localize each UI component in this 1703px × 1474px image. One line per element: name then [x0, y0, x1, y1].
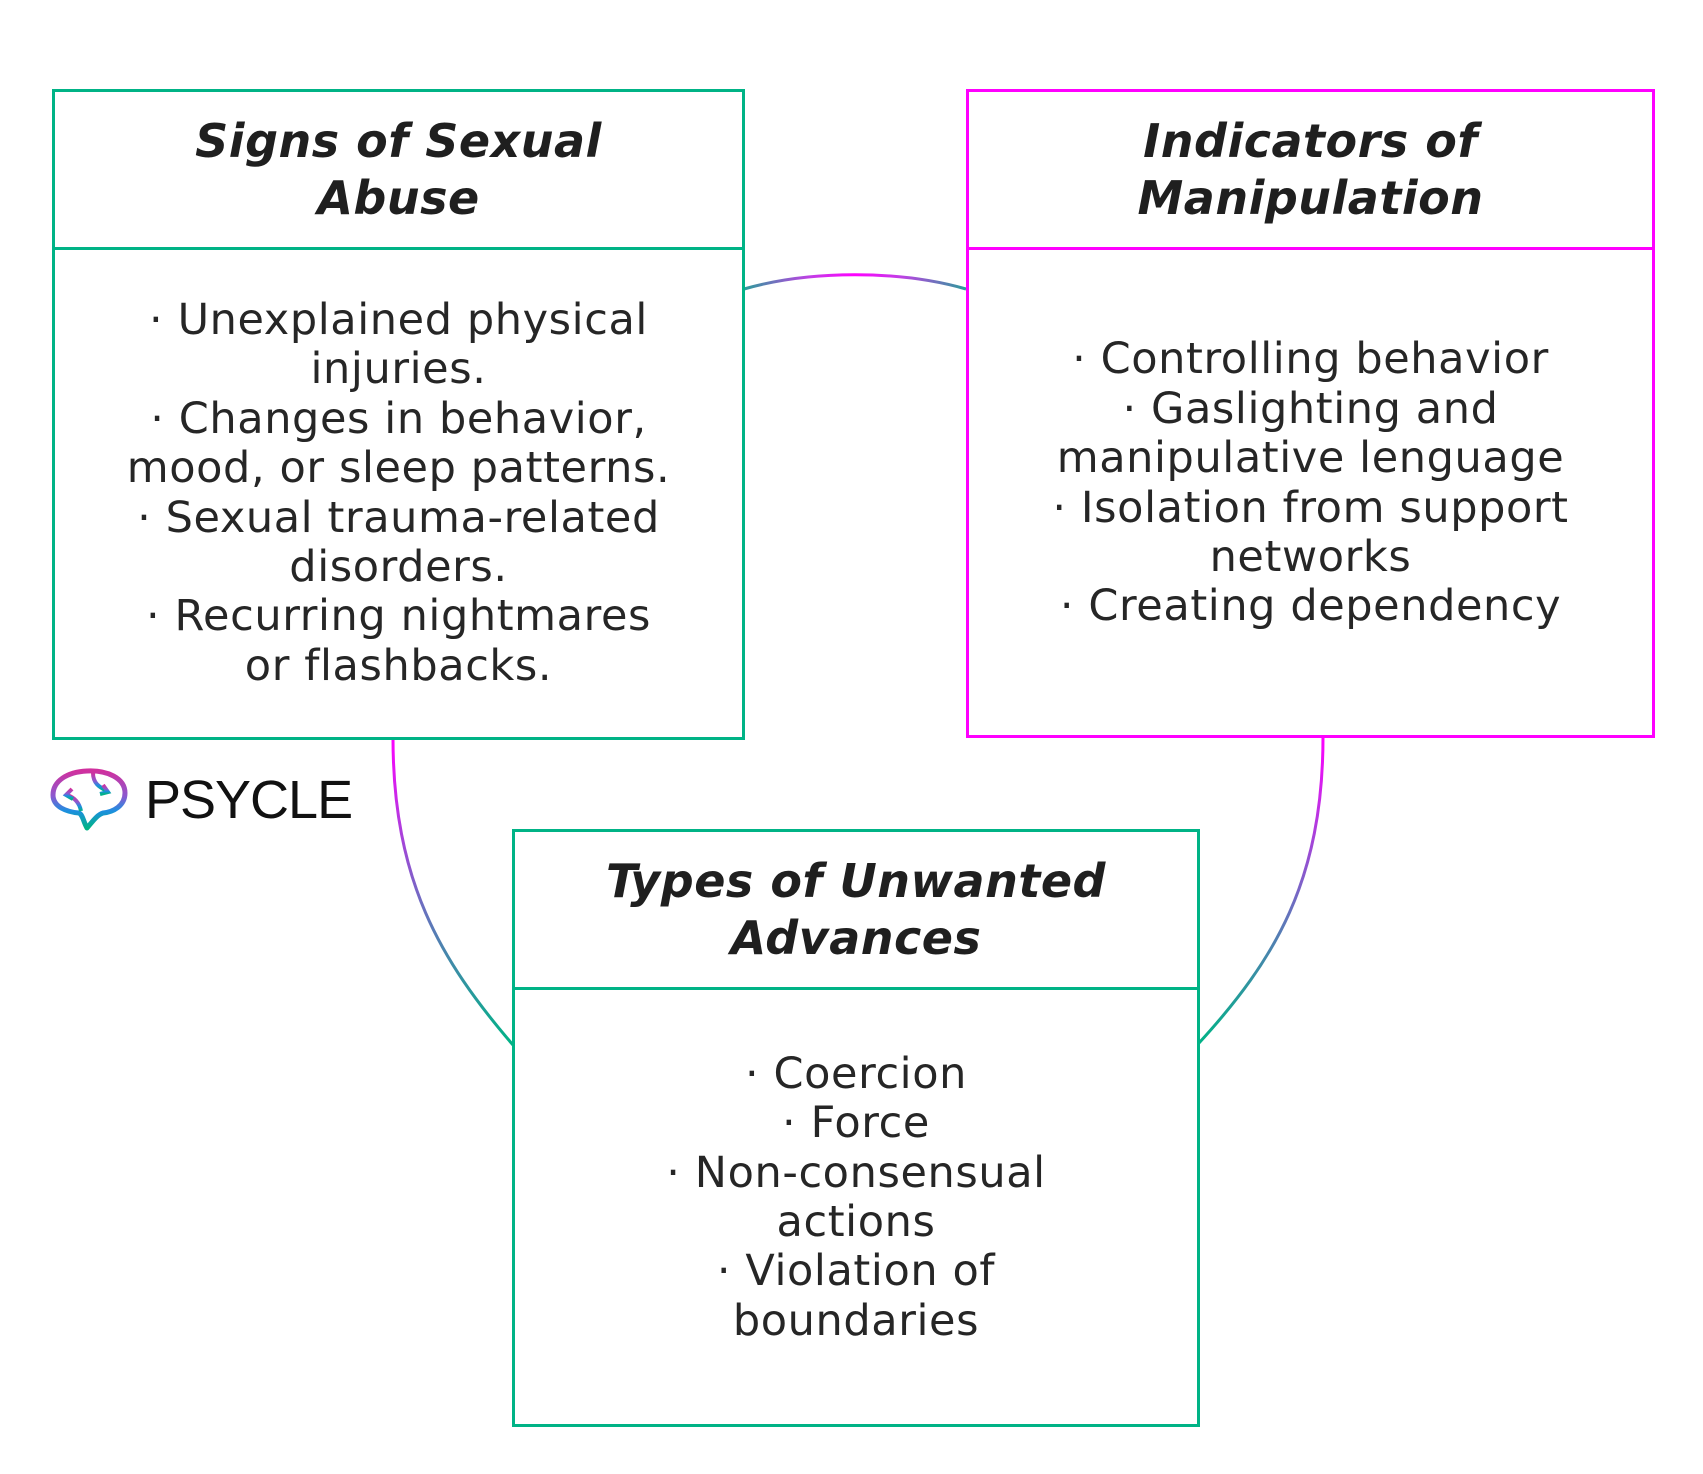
connector-manipulation-to-advances [1197, 736, 1325, 1045]
list-item: or flashbacks. [244, 640, 553, 691]
logo-text: PSYCLE [145, 770, 353, 830]
list-item: · Non-consensual [666, 1147, 1046, 1198]
box-body: · Unexplained physical injuries. · Chang… [55, 250, 742, 737]
box-signs-of-sexual-abuse: Signs of Sexual Abuse · Unexplained phys… [52, 89, 745, 740]
list-item: boundaries [732, 1295, 980, 1346]
box-title-line: Abuse [317, 170, 480, 225]
list-item: mood, or sleep patterns. [126, 443, 671, 494]
box-body: · Controlling behavior · Gaslighting and… [969, 250, 1652, 735]
list-item: networks [1209, 531, 1412, 582]
list-item: actions [776, 1197, 936, 1247]
list-item: · Sexual trauma-related [137, 492, 660, 543]
box-header: Signs of Sexual Abuse [55, 92, 742, 250]
box-title-line: Signs of Sexual [195, 113, 602, 168]
list-item: disorders. [289, 541, 508, 592]
box-types-of-unwanted-advances: Types of Unwanted Advances · Coercion · … [512, 829, 1200, 1427]
list-item: · Creating dependency [1059, 581, 1562, 632]
box-indicators-of-manipulation: Indicators of Manipulation · Controlling… [966, 89, 1655, 738]
connector-signs-to-advances [391, 737, 515, 1046]
list-item: · Changes in behavior, [150, 393, 647, 444]
connector-signs-to-manipulation [743, 273, 967, 291]
box-title-line: Advances [730, 910, 982, 965]
list-item: manipulative lenguage [1056, 433, 1565, 484]
box-header: Indicators of Manipulation [969, 92, 1652, 250]
box-title-line: Manipulation [1137, 170, 1484, 225]
box-body: · Coercion · Force · Non-consensual acti… [515, 990, 1197, 1424]
list-item: · Force [782, 1098, 930, 1149]
list-item: · Violation of [716, 1246, 996, 1297]
box-header: Types of Unwanted Advances [515, 832, 1197, 990]
brain-cycle-icon [50, 768, 128, 831]
list-item: injuries. [310, 344, 487, 395]
box-title-line: Types of Unwanted [606, 853, 1106, 908]
list-item: · Isolation from support [1052, 482, 1569, 533]
psycle-logo: PSYCLE [49, 765, 353, 835]
list-item: · Gaslighting and [1122, 383, 1499, 434]
list-item: · Recurring nightmares [145, 591, 652, 642]
list-item: · Coercion [744, 1048, 967, 1099]
list-item: · Unexplained physical [149, 294, 648, 345]
list-item: · Controlling behavior [1072, 334, 1549, 385]
box-title-line: Indicators of [1143, 113, 1478, 168]
